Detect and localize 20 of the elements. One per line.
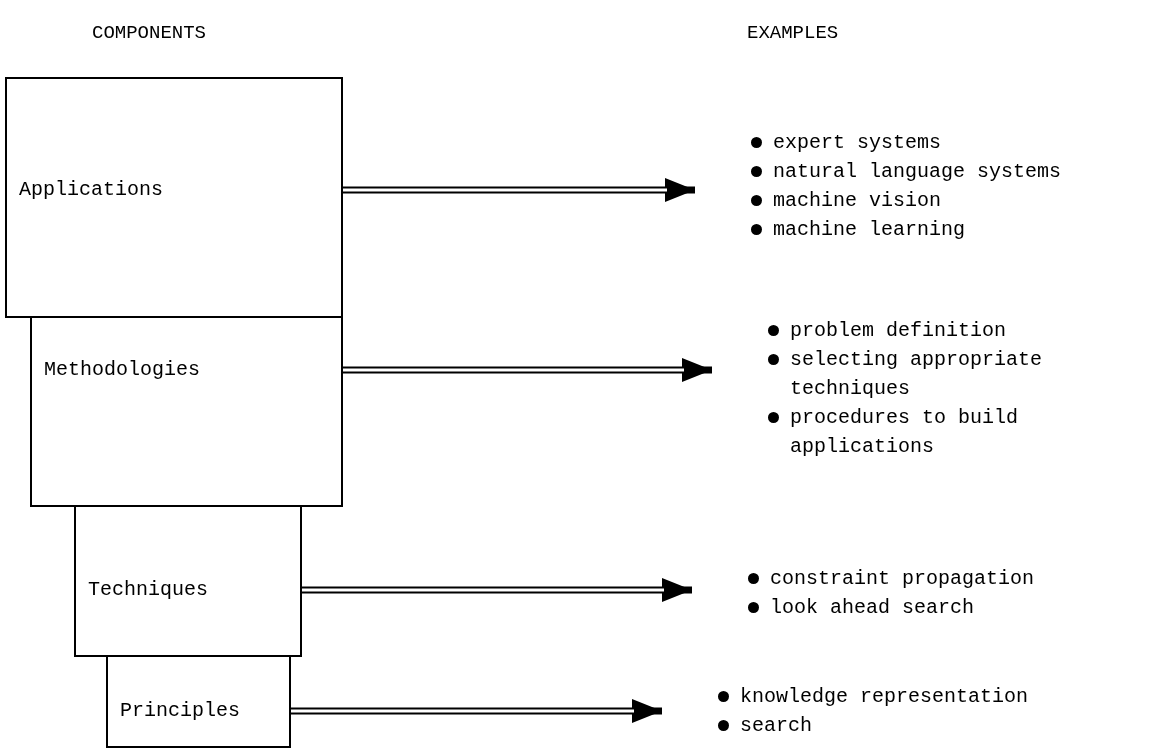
double-arrow xyxy=(341,358,712,382)
column-heading: COMPONENTS xyxy=(92,21,207,46)
component-box xyxy=(74,505,302,657)
column-heading: EXAMPLES xyxy=(747,21,839,46)
double-arrow xyxy=(300,578,692,602)
example-item: knowledge representation xyxy=(740,684,1030,710)
component-box xyxy=(30,316,343,507)
example-item: problem definition xyxy=(790,318,1008,344)
example-item: machine learning xyxy=(773,217,967,243)
example-item: machine vision xyxy=(773,188,943,214)
double-arrow xyxy=(289,699,662,723)
example-item: constraint propagation xyxy=(770,566,1036,592)
example-item: expert systems xyxy=(773,130,943,156)
example-item: procedures to build applications xyxy=(790,405,1020,460)
example-item: look ahead search xyxy=(770,595,976,621)
component-box xyxy=(5,77,343,318)
example-item: natural language systems xyxy=(773,159,1063,185)
double-arrow xyxy=(341,178,695,202)
example-item: search xyxy=(740,713,813,739)
component-box xyxy=(106,655,291,748)
